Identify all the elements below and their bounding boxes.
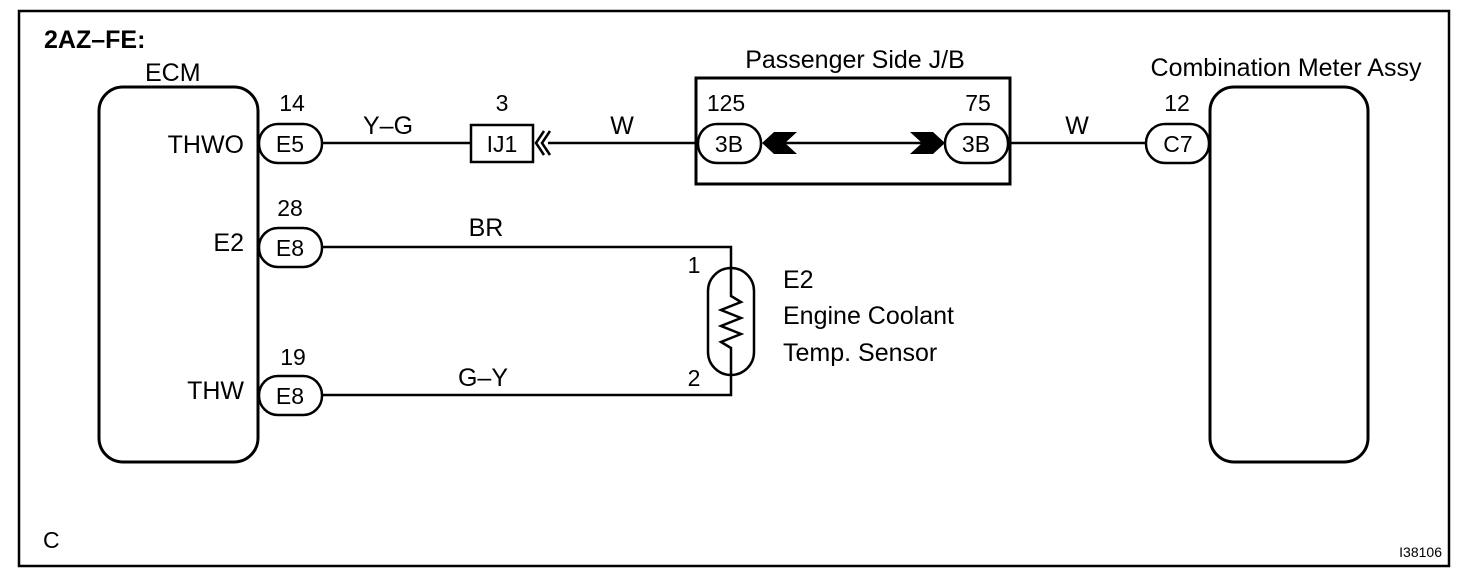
meter-title: Combination Meter Assy	[1151, 54, 1422, 82]
junction-connector-ij1	[469, 123, 535, 164]
wire-color-w-right: W	[1065, 112, 1089, 140]
jb-right-arrow-icon	[910, 132, 945, 154]
ecm-box	[97, 85, 260, 464]
wire-color-y-g: Y–G	[363, 112, 413, 140]
ij1-label: IJ1	[487, 131, 518, 157]
ecm-terminal-e2: E2	[213, 229, 244, 257]
connector-e8-top-label: E8	[276, 235, 304, 261]
thermistor-icon	[717, 268, 745, 374]
sensor-name-line1: Engine Coolant	[783, 302, 954, 330]
connector-e8-top	[257, 226, 324, 269]
wire-color-g-y: G–Y	[458, 364, 508, 392]
jb-left-arrow-icon	[762, 132, 797, 154]
junction-block-title: Passenger Side J/B	[745, 46, 965, 74]
ecm-title: ECM	[145, 59, 201, 87]
wire-color-w-left: W	[610, 112, 634, 140]
ecm-terminal-thwo: THWO	[168, 131, 244, 159]
junction-block-box	[694, 76, 1012, 186]
sensor-code: E2	[783, 266, 814, 294]
diagram-frame	[17, 9, 1451, 568]
sensor-name-line2: Temp. Sensor	[783, 339, 937, 367]
sensor-pin2: 2	[688, 365, 701, 391]
connector-e5-label: E5	[276, 131, 304, 157]
connector-e8-bottom	[257, 374, 324, 417]
figure-id: I38106	[1399, 544, 1442, 560]
pin-number-e2: 28	[277, 195, 303, 221]
engine-label: 2AZ–FE:	[44, 26, 145, 54]
jb-right-pin-number: 75	[965, 90, 991, 116]
wire-color-br: BR	[469, 214, 504, 242]
connector-e5	[257, 122, 324, 165]
meter-box	[1208, 85, 1370, 464]
jb-left-pin-number: 125	[707, 90, 745, 116]
jb-left-connector	[696, 122, 763, 165]
corner-letter: C	[43, 527, 60, 553]
ij1-chevron-icon	[534, 130, 552, 156]
pin-number-thw: 19	[280, 344, 306, 370]
jb-left-connector-label: 3B	[715, 131, 743, 157]
jb-right-connector-label: 3B	[962, 131, 990, 157]
sensor-pin1: 1	[688, 252, 701, 278]
connector-e8-bottom-label: E8	[276, 383, 304, 409]
meter-connector-label: C7	[1163, 131, 1192, 157]
ij1-pin-number: 3	[496, 90, 509, 116]
wire-thw	[322, 374, 733, 397]
pin-number-thwo: 14	[279, 90, 305, 116]
meter-pin-number: 12	[1164, 90, 1190, 116]
wire-e2	[322, 245, 733, 268]
ecm-terminal-thw: THW	[187, 377, 244, 405]
meter-connector	[1144, 122, 1211, 165]
jb-right-connector	[943, 122, 1010, 165]
